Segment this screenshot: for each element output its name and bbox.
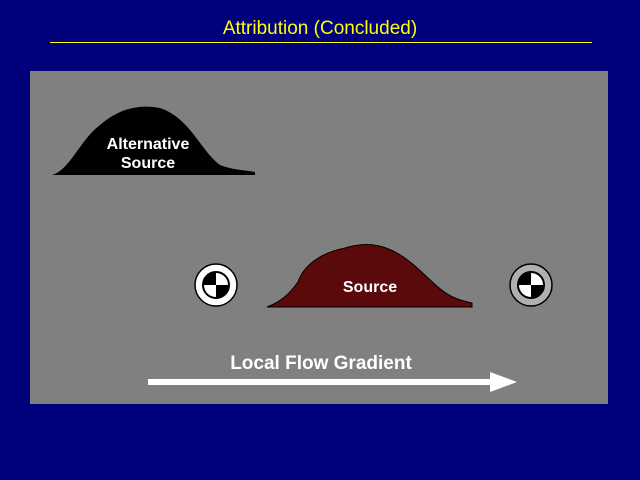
monitoring-well-icon-left xyxy=(194,263,238,307)
alternative-source-label-1: Alternative xyxy=(107,136,190,153)
slide-title: Attribution (Concluded) xyxy=(222,18,418,39)
alternative-source-label-2: Source xyxy=(121,155,175,172)
source-plume xyxy=(266,244,473,308)
flow-arrow-icon xyxy=(148,372,517,392)
alternative-source-plume xyxy=(52,106,255,175)
monitoring-well-icon-right xyxy=(509,263,553,307)
flow-gradient-label: Local Flow Gradient xyxy=(230,353,412,374)
source-label: Source xyxy=(343,279,397,296)
title-divider xyxy=(50,42,592,43)
